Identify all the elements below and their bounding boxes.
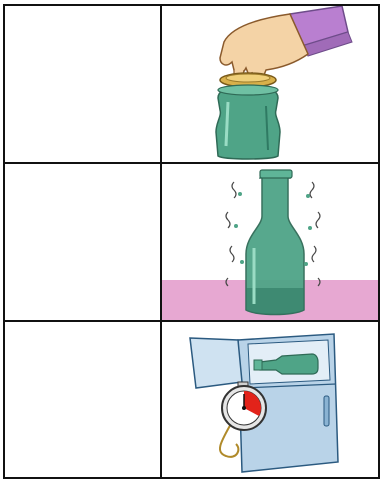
hand-opening-bottle-cap-icon [162,6,378,162]
answer-box-2[interactable] [5,164,162,322]
illustration-cell-3 [162,322,380,479]
worksheet-grid [3,4,380,479]
illustration-cell-1 [162,6,380,164]
fridge-stopwatch-icon [162,322,378,477]
illustration-cell-2 [162,164,380,322]
shaking-bottle-icon [162,164,378,320]
answer-box-1[interactable] [5,6,162,164]
answer-box-3[interactable] [5,322,162,479]
